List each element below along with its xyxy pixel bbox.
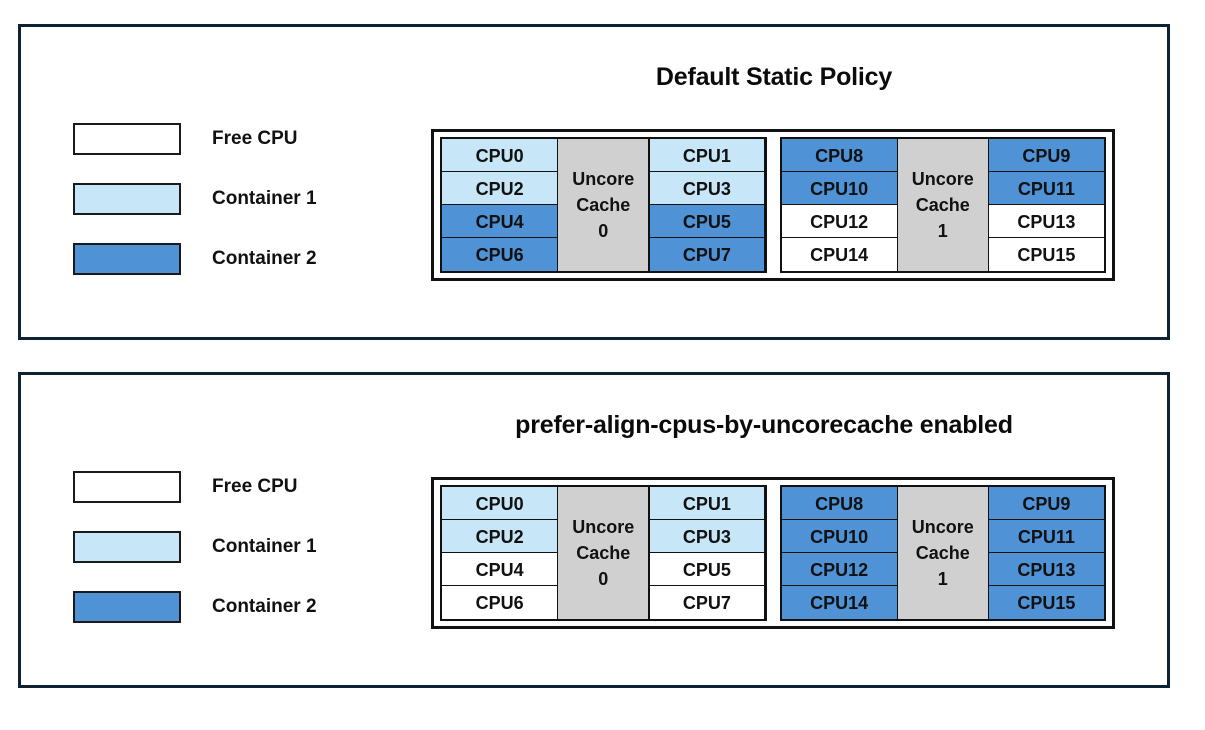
cpu-cell: CPU0 [441, 138, 558, 173]
legend-swatch-free-cpu [73, 471, 181, 503]
uncore-cache-block: Uncore Cache 1 [896, 139, 989, 271]
uncore-cache-line-2: Cache [576, 194, 631, 215]
cpu-column-left: CPU8 CPU10 CPU12 CPU14 [780, 138, 898, 272]
cpu-column-left: CPU8 CPU10 CPU12 CPU14 [780, 486, 898, 620]
socket-uncore-cache-0: CPU0 CPU2 CPU4 CPU6 Uncore Cache 0 CPU1 … [440, 137, 767, 273]
uncore-cache-index: 1 [937, 569, 948, 590]
cpu-topology-diagram: CPU0 CPU2 CPU4 CPU6 Uncore Cache 0 CPU1 … [431, 129, 1115, 281]
cpu-cell: CPU8 [780, 138, 898, 173]
socket-uncore-cache-0: CPU0 CPU2 CPU4 CPU6 Uncore Cache 0 CPU1 … [440, 485, 767, 621]
legend-label-free-cpu: Free CPU [212, 476, 298, 497]
legend-item-container-2: Container 2 [73, 229, 373, 289]
uncore-cache-block: Uncore Cache 0 [557, 139, 650, 271]
cpu-cell: CPU11 [988, 519, 1105, 554]
uncore-cache-index: 0 [598, 569, 609, 590]
cpu-cell: CPU14 [780, 585, 898, 620]
uncore-cache-index: 0 [598, 221, 609, 242]
cpu-cell: CPU9 [988, 486, 1105, 521]
legend: Free CPU Container 1 Container 2 [73, 457, 373, 637]
legend-label-container-1: Container 1 [212, 536, 317, 557]
cpu-cell: CPU10 [780, 171, 898, 206]
legend-label-free-cpu: Free CPU [212, 128, 298, 149]
socket-uncore-cache-1: CPU8 CPU10 CPU12 CPU14 Uncore Cache 1 CP… [779, 137, 1106, 273]
cpu-cell: CPU12 [780, 204, 898, 239]
page-title: Default Static Policy [655, 63, 893, 91]
legend-item-container-1: Container 1 [73, 517, 373, 577]
cpu-cell: CPU7 [648, 585, 766, 620]
cpu-cell: CPU13 [988, 204, 1105, 239]
cpu-cell: CPU3 [648, 171, 766, 206]
legend-swatch-container-2 [73, 243, 181, 275]
cpu-cell: CPU1 [648, 486, 766, 521]
cpu-cell: CPU1 [648, 138, 766, 173]
uncore-cache-line-1: Uncore [911, 168, 974, 189]
cpu-cell: CPU6 [441, 237, 558, 272]
cpu-cell: CPU4 [441, 204, 558, 239]
cpu-column-right: CPU1 CPU3 CPU5 CPU7 [648, 486, 766, 620]
panel-default-static-policy: Default Static Policy Free CPU Container… [18, 24, 1170, 340]
legend-item-free-cpu: Free CPU [73, 457, 373, 517]
cpu-cell: CPU6 [441, 585, 558, 620]
uncore-cache-block: Uncore Cache 1 [896, 487, 989, 619]
legend-swatch-free-cpu [73, 123, 181, 155]
cpu-cell: CPU4 [441, 552, 558, 587]
cpu-cell: CPU3 [648, 519, 766, 554]
cpu-cell: CPU15 [988, 237, 1105, 272]
cpu-cell: CPU5 [648, 552, 766, 587]
cpu-cell: CPU13 [988, 552, 1105, 587]
uncore-cache-block: Uncore Cache 0 [557, 487, 650, 619]
cpu-column-right: CPU9 CPU11 CPU13 CPU15 [988, 486, 1105, 620]
uncore-cache-line-2: Cache [915, 194, 970, 215]
cpu-cell: CPU8 [780, 486, 898, 521]
cpu-column-left: CPU0 CPU2 CPU4 CPU6 [441, 486, 558, 620]
legend-label-container-2: Container 2 [212, 596, 317, 617]
cpu-cell: CPU10 [780, 519, 898, 554]
cpu-cell: CPU0 [441, 486, 558, 521]
cpu-cell: CPU12 [780, 552, 898, 587]
panel-prefer-align-cpus-by-uncorecache: prefer-align-cpus-by-uncorecache enabled… [18, 372, 1170, 688]
uncore-cache-line-2: Cache [915, 542, 970, 563]
cpu-cell: CPU14 [780, 237, 898, 272]
legend-label-container-1: Container 1 [212, 188, 317, 209]
cpu-cell: CPU7 [648, 237, 766, 272]
uncore-cache-line-1: Uncore [572, 168, 635, 189]
cpu-cell: CPU5 [648, 204, 766, 239]
cpu-cell: CPU2 [441, 171, 558, 206]
cpu-column-right: CPU9 CPU11 CPU13 CPU15 [988, 138, 1105, 272]
legend-label-container-2: Container 2 [212, 248, 317, 269]
cpu-cell: CPU11 [988, 171, 1105, 206]
uncore-cache-line-2: Cache [576, 542, 631, 563]
cpu-cell: CPU9 [988, 138, 1105, 173]
legend-item-container-1: Container 1 [73, 169, 373, 229]
legend-swatch-container-1 [73, 183, 181, 215]
legend-item-container-2: Container 2 [73, 577, 373, 637]
uncore-cache-line-1: Uncore [911, 516, 974, 537]
uncore-cache-line-1: Uncore [572, 516, 635, 537]
legend-swatch-container-1 [73, 531, 181, 563]
socket-uncore-cache-1: CPU8 CPU10 CPU12 CPU14 Uncore Cache 1 CP… [779, 485, 1106, 621]
cpu-column-left: CPU0 CPU2 CPU4 CPU6 [441, 138, 558, 272]
uncore-cache-index: 1 [937, 221, 948, 242]
cpu-column-right: CPU1 CPU3 CPU5 CPU7 [648, 138, 766, 272]
cpu-topology-diagram: CPU0 CPU2 CPU4 CPU6 Uncore Cache 0 CPU1 … [431, 477, 1115, 629]
legend: Free CPU Container 1 Container 2 [73, 109, 373, 289]
cpu-cell: CPU15 [988, 585, 1105, 620]
legend-swatch-container-2 [73, 591, 181, 623]
cpu-cell: CPU2 [441, 519, 558, 554]
page-title: prefer-align-cpus-by-uncorecache enabled [515, 411, 1013, 439]
legend-item-free-cpu: Free CPU [73, 109, 373, 169]
